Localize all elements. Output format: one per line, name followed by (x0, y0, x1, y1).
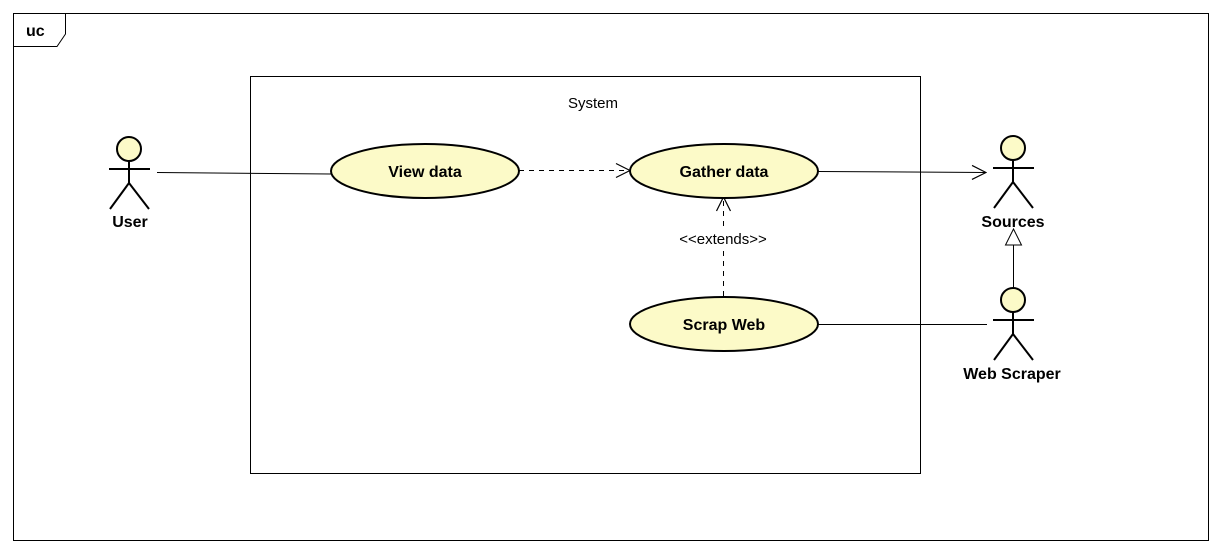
actor-user-leg-left (109, 182, 130, 210)
actor-user[interactable] (109, 136, 150, 210)
actor-sources-name: Sources (981, 214, 1044, 231)
usecase-view-data-label: View data (388, 164, 462, 181)
actor-user-leg-right (128, 182, 150, 210)
actor-sources-leg-right (1012, 181, 1034, 209)
usecase-scrap-web-shape (629, 296, 819, 352)
actor-user-head (116, 136, 142, 162)
actor-sources-head (1000, 135, 1026, 161)
usecase-scrap-web-label: Scrap Web (683, 317, 766, 334)
system-boundary (250, 76, 921, 474)
actor-web-scraper-name: Web Scraper (963, 366, 1061, 383)
frame-tag: uc (26, 23, 45, 40)
extends-label-bg (676, 230, 771, 248)
actor-web-scraper[interactable] (993, 287, 1034, 361)
usecase-view-data-shape (330, 143, 520, 199)
actor-web-scraper-head (1000, 287, 1026, 313)
actor-sources-leg-left (993, 181, 1014, 209)
association-gather-data-sources (817, 172, 986, 173)
generalization-arrowhead (1004, 227, 1023, 246)
system-title: System (568, 95, 618, 112)
actor-web-scraper-leg-right (1012, 333, 1034, 361)
actor-user-name: User (112, 214, 148, 231)
frame-tag-box (13, 13, 66, 47)
extends-label: <<extends>> (679, 231, 767, 248)
usecase-scrap-web[interactable]: Scrap Web (629, 296, 819, 352)
actor-sources[interactable] (993, 135, 1034, 209)
usecase-gather-data-label: Gather data (680, 164, 769, 181)
actor-web-scraper-leg-left (993, 333, 1014, 361)
usecase-gather-data-shape (629, 143, 819, 199)
association-user-view-data (156, 172, 332, 175)
diagram-frame (13, 13, 1209, 541)
usecase-view-data[interactable]: View data (330, 143, 520, 199)
usecase-gather-data[interactable]: Gather data (629, 143, 819, 199)
